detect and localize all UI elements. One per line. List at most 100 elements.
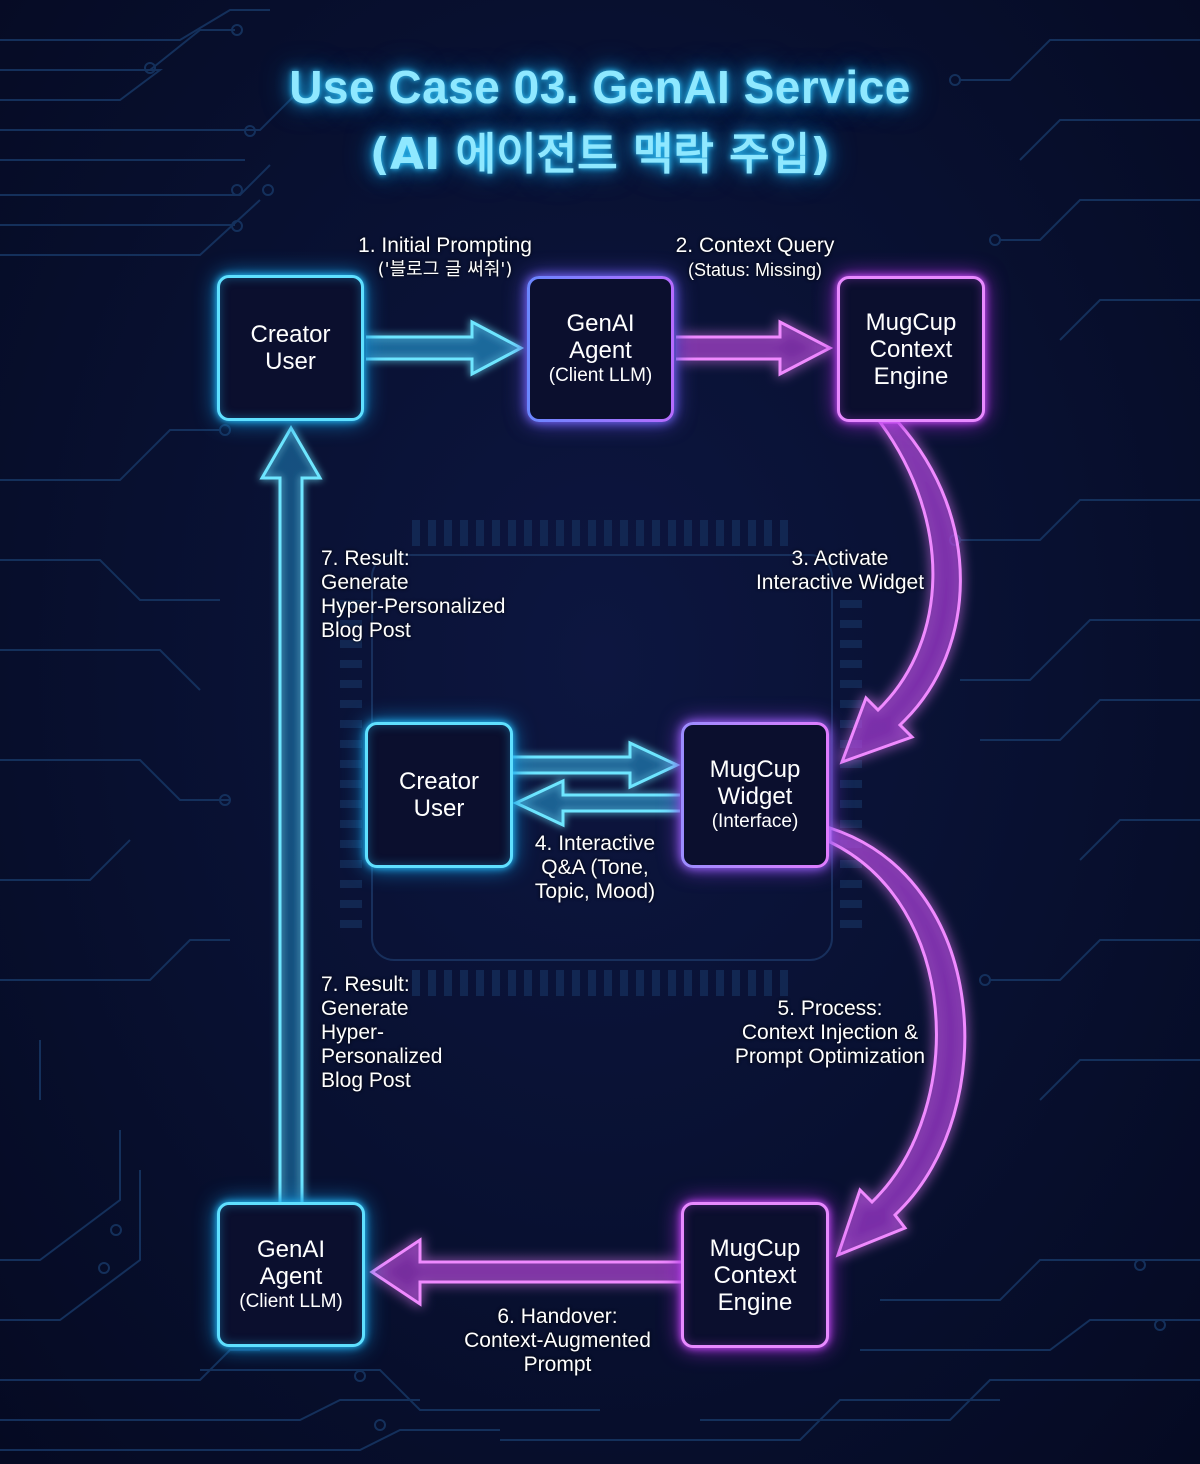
chip-pin bbox=[412, 970, 420, 996]
chip-pin bbox=[840, 620, 862, 628]
step-line: Personalized bbox=[321, 1045, 443, 1068]
node-genai-agent-bottom: GenAI Agent (Client LLM) bbox=[217, 1202, 365, 1347]
arrow-right-icon bbox=[513, 740, 681, 790]
node-label-line: Creator bbox=[250, 321, 331, 348]
node-sublabel: (Client LLM) bbox=[548, 365, 653, 386]
chip-pin bbox=[460, 520, 468, 546]
node-label: MugCup Widget bbox=[710, 756, 801, 810]
chip-pin bbox=[572, 520, 580, 546]
chip-pin bbox=[340, 740, 362, 748]
chip-pin bbox=[764, 520, 772, 546]
node-label-line: Creator bbox=[398, 768, 480, 795]
node-label-line: Widget bbox=[717, 783, 793, 810]
node-creator-user-top: Creator User bbox=[217, 275, 364, 421]
chip-pin bbox=[340, 860, 362, 868]
step-7-label-lower: 7. Result: Generate Hyper- Personalized … bbox=[321, 973, 501, 1093]
chip-pin bbox=[748, 520, 756, 546]
chip-pin bbox=[340, 780, 362, 788]
chip-pin bbox=[840, 720, 862, 728]
chip-pin bbox=[460, 970, 468, 996]
chip-pin bbox=[700, 520, 708, 546]
chip-pin bbox=[652, 970, 660, 996]
node-label-line: GenAI bbox=[566, 310, 635, 337]
node-label-line: User bbox=[265, 348, 316, 375]
chip-pin bbox=[492, 520, 500, 546]
node-label-line: MugCup bbox=[709, 1234, 801, 1262]
chip-pin bbox=[476, 970, 484, 996]
chip-pin bbox=[748, 970, 756, 996]
chip-pin bbox=[840, 760, 862, 768]
step-line: Topic, Mood) bbox=[534, 880, 656, 903]
node-label: MugCup Context Engine bbox=[866, 309, 957, 390]
chip-pin bbox=[840, 780, 862, 788]
step-subtitle: (Status: Missing) bbox=[687, 260, 823, 280]
node-sublabel: (Client LLM) bbox=[239, 1290, 343, 1312]
chip-pin bbox=[508, 970, 516, 996]
chip-pin bbox=[412, 520, 420, 546]
step-line: 6. Handover: bbox=[497, 1305, 618, 1328]
chip-pin bbox=[588, 520, 596, 546]
node-label-line: Agent bbox=[569, 337, 632, 364]
node-genai-agent-top: GenAI Agent (Client LLM) bbox=[527, 276, 674, 422]
chip-pin bbox=[840, 660, 862, 668]
chip-pin bbox=[840, 920, 862, 928]
chip-pin bbox=[340, 920, 362, 928]
chip-pin bbox=[428, 970, 436, 996]
chip-pin bbox=[340, 700, 362, 708]
step-line: Interactive Widget bbox=[755, 571, 925, 594]
node-label: Creator User bbox=[250, 321, 330, 375]
chip-pin bbox=[444, 520, 452, 546]
chip-pin bbox=[340, 880, 362, 888]
chip-pin bbox=[668, 520, 676, 546]
step-line: Q&A (Tone, bbox=[541, 856, 649, 879]
chip-pin bbox=[444, 970, 452, 996]
chip-pin bbox=[716, 970, 724, 996]
step-line: Blog Post bbox=[321, 619, 411, 642]
diagram-title: Use Case 03. GenAI Service bbox=[289, 61, 911, 113]
chip-pin bbox=[340, 640, 362, 648]
step-line: Hyper- bbox=[321, 1021, 385, 1044]
chip-pin bbox=[340, 760, 362, 768]
chip-pin bbox=[840, 600, 862, 608]
chip-pin bbox=[780, 970, 788, 996]
step-line: Prompt bbox=[523, 1353, 592, 1376]
node-label-line: Context bbox=[713, 1261, 797, 1289]
step-line: Context-Augmented bbox=[464, 1329, 651, 1352]
chip-pin bbox=[340, 620, 362, 628]
chip-pin bbox=[340, 800, 362, 808]
node-label-line: MugCup bbox=[709, 756, 801, 783]
node-mugcup-widget: MugCup Widget (Interface) bbox=[681, 722, 829, 868]
chip-pin bbox=[540, 970, 548, 996]
chip-pin bbox=[840, 820, 862, 828]
chip-pin bbox=[732, 970, 740, 996]
arrow-up-icon bbox=[259, 425, 323, 1202]
arrow-left-icon bbox=[512, 778, 680, 828]
step-line: 7. Result: bbox=[321, 973, 410, 996]
chip-pin bbox=[840, 640, 862, 648]
step-4-label: 4. Interactive Q&A (Tone, Topic, Mood) bbox=[515, 832, 675, 904]
chip-pin bbox=[684, 520, 692, 546]
chip-pin bbox=[732, 520, 740, 546]
chip-pin bbox=[508, 520, 516, 546]
node-label-line: User bbox=[413, 795, 465, 822]
step-line: Generate bbox=[321, 571, 409, 594]
chip-pin bbox=[620, 970, 628, 996]
chip-pin bbox=[556, 520, 564, 546]
step-line: 7. Result: bbox=[321, 547, 410, 570]
chip-pin bbox=[476, 520, 484, 546]
step-line: 4. Interactive bbox=[534, 832, 656, 855]
chip-pin bbox=[840, 800, 862, 808]
node-label-line: Engine bbox=[873, 362, 949, 390]
chip-pin bbox=[764, 970, 772, 996]
diagram-subtitle: (AI 에이전트 맥락 주입) bbox=[369, 129, 831, 180]
chip-pin bbox=[620, 520, 628, 546]
node-label: MugCup Context Engine bbox=[710, 1235, 801, 1316]
node-context-engine-bottom: MugCup Context Engine bbox=[681, 1202, 829, 1348]
chip-pin bbox=[524, 520, 532, 546]
chip-pin bbox=[340, 660, 362, 668]
step-line: 5. Process: bbox=[777, 997, 883, 1020]
chip-pin bbox=[668, 970, 676, 996]
step-title: 1. Initial Prompting bbox=[358, 234, 532, 257]
chip-pin bbox=[604, 520, 612, 546]
